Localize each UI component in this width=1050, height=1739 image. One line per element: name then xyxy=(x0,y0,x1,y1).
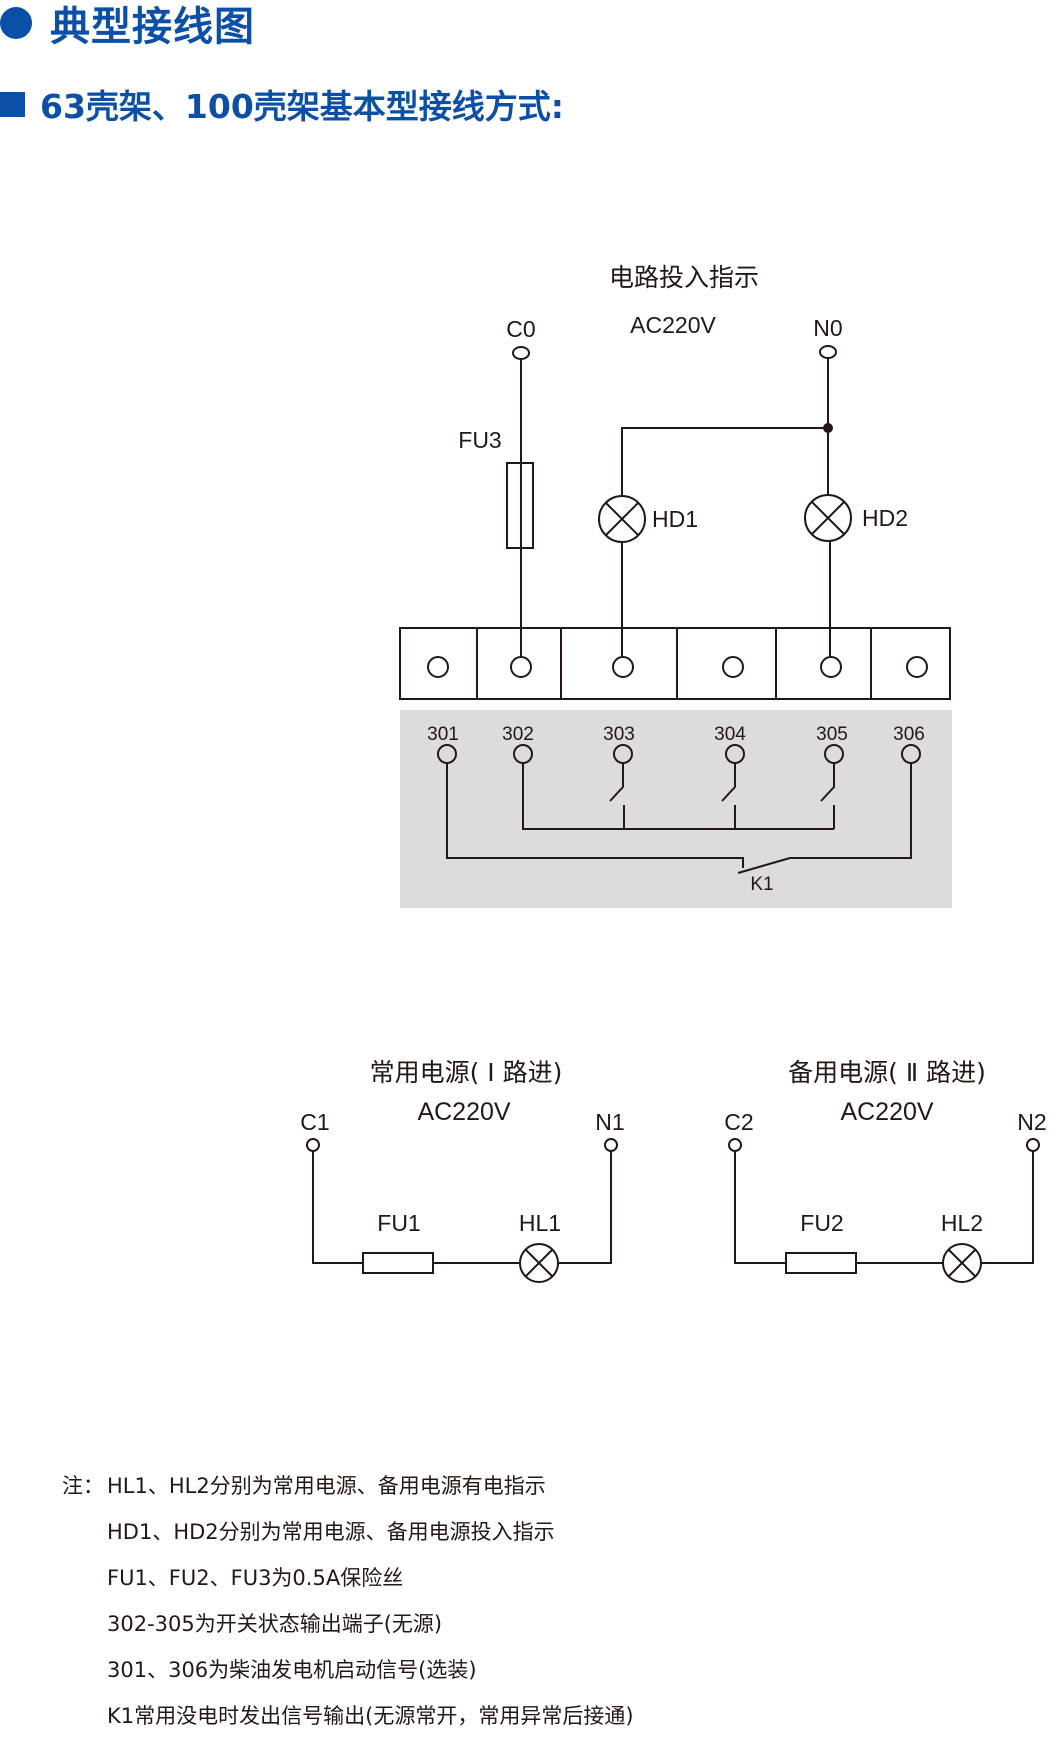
wire-301 xyxy=(446,763,744,868)
lamp-label-hd2: HD2 xyxy=(862,505,908,531)
note-line: 注： HL1、HL2分别为常用电源、备用电源有电指示 xyxy=(62,1463,634,1509)
wire-hd1-feed xyxy=(621,427,828,496)
lamp-hd2-icon xyxy=(804,494,852,542)
aux-panel-background xyxy=(400,710,952,908)
terminal-n1-icon xyxy=(604,1138,618,1152)
terminal-number: 302 xyxy=(502,724,534,745)
bullet-square-icon xyxy=(0,91,25,117)
lower-circuit-main: 常用电源( Ⅰ 路进) AC220V C1 N1 FU1 HL1 xyxy=(300,1058,625,1283)
note-line: 302-305为开关状态输出端子(无源) xyxy=(62,1601,634,1647)
note-text: FU1、FU2、FU3为0.5A保险丝 xyxy=(107,1566,404,1590)
note-line: FU1、FU2、FU3为0.5A保险丝 xyxy=(62,1555,634,1601)
contact-k1-icon xyxy=(737,857,791,874)
terminal-number: 301 xyxy=(427,724,459,745)
upper-voltage-label: AC220V xyxy=(630,312,716,338)
note-line: HD1、HD2分别为常用电源、备用电源投入指示 xyxy=(62,1509,634,1555)
voltage-label-main: AC220V xyxy=(417,1098,510,1126)
fuse-label-fu2: FU2 xyxy=(800,1210,843,1236)
screw-terminal-icon xyxy=(427,656,449,678)
terminal-label-c2: C2 xyxy=(724,1109,753,1135)
terminal-c0-icon xyxy=(512,346,530,360)
circuit-title-backup: 备用电源( Ⅱ 路进) xyxy=(788,1058,986,1087)
upper-circuit-title: 电路投入指示 xyxy=(609,263,759,292)
lamp-label-hl2: HL2 xyxy=(941,1210,983,1236)
terminal-c2-icon xyxy=(728,1138,742,1152)
fuse-label-fu3: FU3 xyxy=(458,427,501,453)
terminal-n0-icon xyxy=(819,345,837,359)
screw-terminal-icon xyxy=(820,656,842,678)
fuse-label-fu1: FU1 xyxy=(377,1210,420,1236)
terminal-number: 305 xyxy=(816,724,848,745)
lamp-hl1-icon xyxy=(519,1243,559,1283)
upper-circuit: 电路投入指示 AC220V C0 N0 FU3 HD1 xyxy=(458,263,908,657)
terminal-n2-icon xyxy=(1026,1138,1040,1152)
terminal-label-c0: C0 xyxy=(506,316,535,342)
wire-c1 xyxy=(312,1151,363,1264)
wire-306 xyxy=(790,763,912,859)
lower-circuit-backup: 备用电源( Ⅱ 路进) AC220V C2 N2 FU2 HL2 xyxy=(724,1058,1047,1283)
terminal-label-c1: C1 xyxy=(300,1109,329,1135)
page-title: 典型接线图 xyxy=(0,0,255,50)
note-text: 302-305为开关状态输出端子(无源) xyxy=(107,1612,443,1636)
voltage-label-backup: AC220V xyxy=(840,1098,933,1126)
switch-303-icon xyxy=(609,763,625,829)
bullet-circle-icon xyxy=(0,7,32,39)
wire-n2 xyxy=(981,1151,1034,1264)
notes-prefix: 注： xyxy=(62,1474,104,1498)
fuse-fu1-icon xyxy=(362,1252,434,1274)
screw-terminal-icon xyxy=(906,656,928,678)
terminal-label-n0: N0 xyxy=(813,315,842,341)
wire-n1 xyxy=(558,1151,612,1264)
fuse-fu3-icon xyxy=(506,462,534,549)
contact-label-k1: K1 xyxy=(750,874,773,895)
section-title-text: 63壳架、100壳架基本型接线方式: xyxy=(40,87,565,126)
note-line: 301、306为柴油发电机启动信号(选装) xyxy=(62,1647,634,1693)
screw-terminal-icon xyxy=(612,656,634,678)
lamp-label-hd1: HD1 xyxy=(652,506,698,532)
terminal-block-frame xyxy=(399,627,951,700)
lamp-hl2-icon xyxy=(942,1243,982,1283)
switch-304-icon xyxy=(721,763,736,829)
screw-terminal-icon xyxy=(510,656,532,678)
aux-contact-panel: 301 302 303 304 305 306 xyxy=(400,710,952,908)
terminal-number: 306 xyxy=(893,724,925,745)
lamp-label-hl1: HL1 xyxy=(519,1210,561,1236)
fuse-fu2-icon xyxy=(785,1252,857,1274)
terminal-label-n2: N2 xyxy=(1017,1109,1046,1135)
note-line: K1常用没电时发出信号输出(无源常开，常用异常后接通) xyxy=(62,1693,634,1739)
terminal-number: 303 xyxy=(603,724,635,745)
section-title: 63壳架、100壳架基本型接线方式: xyxy=(0,84,564,126)
note-text: HL1、HL2分别为常用电源、备用电源有电指示 xyxy=(107,1474,546,1498)
wire-c2 xyxy=(734,1151,786,1264)
page-title-text: 典型接线图 xyxy=(50,4,255,50)
wire-302-bus xyxy=(522,763,834,830)
screw-terminal-icon xyxy=(722,656,744,678)
terminal-label-n1: N1 xyxy=(595,1109,624,1135)
note-text: HD1、HD2分别为常用电源、备用电源投入指示 xyxy=(107,1520,555,1544)
terminal-c1-icon xyxy=(306,1138,320,1152)
switch-305-icon xyxy=(820,763,835,829)
notes-section: 注： HL1、HL2分别为常用电源、备用电源有电指示 HD1、HD2分别为常用电… xyxy=(62,1463,634,1739)
lamp-hd1-icon xyxy=(598,495,646,543)
terminal-number: 304 xyxy=(714,724,746,745)
circuit-title-main: 常用电源( Ⅰ 路进) xyxy=(370,1058,563,1087)
note-text: 301、306为柴油发电机启动信号(选装) xyxy=(107,1658,477,1682)
terminal-block xyxy=(399,627,951,700)
note-text: K1常用没电时发出信号输出(无源常开，常用异常后接通) xyxy=(107,1704,634,1728)
